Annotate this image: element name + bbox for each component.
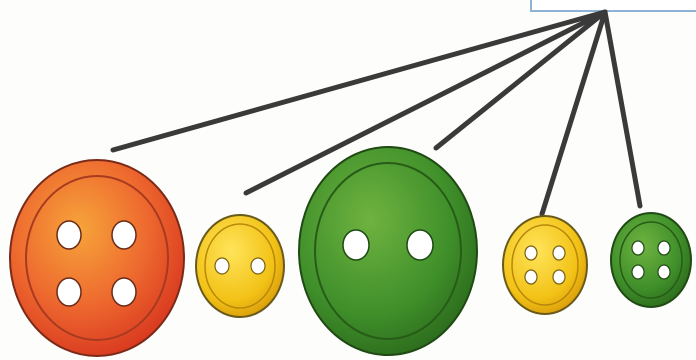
button-2-yellow-two-hole bbox=[196, 215, 284, 317]
line-to-button-3 bbox=[436, 12, 605, 148]
button-5-green-four-hole bbox=[611, 213, 691, 307]
button-4-yellow-four-hole bbox=[503, 216, 587, 314]
line-to-button-4 bbox=[542, 12, 605, 214]
button-3-green-two-hole bbox=[299, 147, 477, 355]
button-1-red-four-hole bbox=[10, 160, 184, 356]
line-to-button-5 bbox=[605, 12, 640, 206]
line-to-button-1 bbox=[113, 12, 605, 150]
